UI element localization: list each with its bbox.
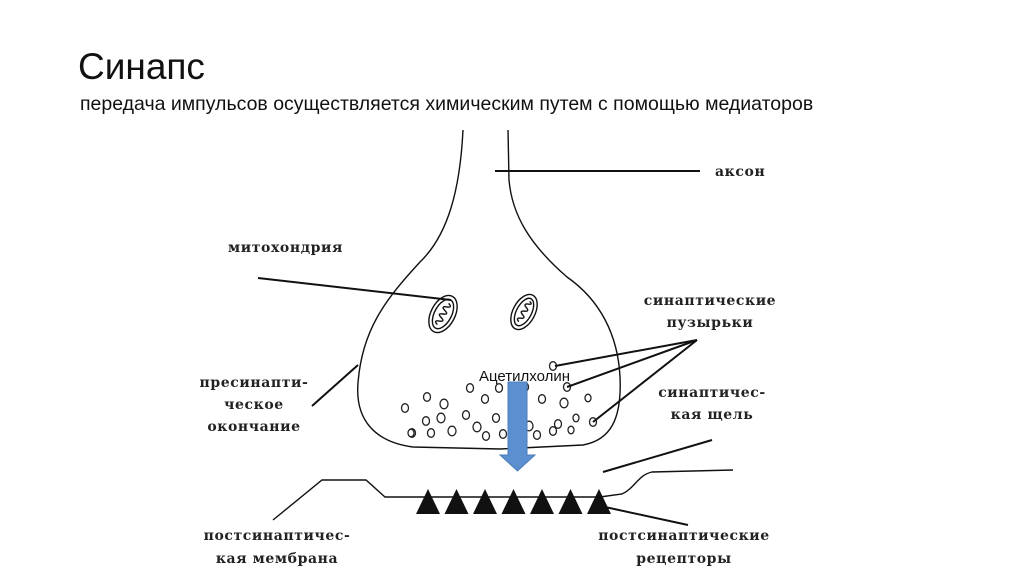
receptor-triangle: [416, 489, 440, 514]
vesicle: [537, 394, 547, 404]
label-vesicles-1: синаптические: [644, 293, 776, 309]
mitochondrion: [510, 293, 538, 331]
vesicle: [436, 412, 446, 424]
label-membrane-1: постсинаптичес-: [204, 528, 351, 544]
acetylcholine-arrow: [498, 381, 537, 472]
acetylcholine-label: Ацетилхолин: [479, 368, 570, 385]
slide-subtitle: передача импульсов осуществляется химиче…: [80, 93, 814, 115]
vesicle: [461, 410, 471, 420]
receptor-triangle: [501, 489, 526, 514]
receptor-triangle: [473, 489, 497, 514]
label-vesicles-2: пузырьки: [667, 315, 754, 331]
receptor-triangle: [444, 489, 469, 514]
vesicle: [422, 392, 432, 402]
vesicle: [491, 413, 501, 423]
vesicle: [559, 397, 569, 409]
vesicle: [480, 394, 490, 404]
vesicle: [572, 413, 580, 423]
label-mitochondria: митохондрия: [228, 240, 343, 256]
receptor-triangle: [587, 489, 611, 514]
presynaptic-pointer-line: [311, 364, 359, 407]
label-receptors-2: рецепторы: [636, 551, 731, 567]
receptor-triangle: [558, 489, 583, 514]
mitochondrion: [428, 294, 458, 334]
vesicle: [439, 398, 449, 410]
label-receptors-1: постсинаптические: [598, 528, 770, 544]
vesicle: [465, 383, 475, 393]
vesicle: [567, 425, 575, 435]
postsynaptic-membrane: [272, 469, 734, 521]
vesicle: [472, 421, 482, 433]
postsynaptic-receptors: [416, 489, 611, 514]
label-cleft-2: кая щель: [671, 407, 754, 423]
vesicle: [532, 430, 542, 440]
label-presynaptic-2: ческое: [224, 397, 284, 413]
vesicles-pointer-lines: [554, 339, 698, 423]
label-presynaptic-3: окончание: [207, 419, 300, 435]
vesicle: [407, 428, 415, 438]
label-cleft-1: синаптичес-: [658, 385, 766, 401]
vesicle: [494, 383, 504, 393]
vesicle: [481, 431, 491, 441]
label-presynaptic-1: пресинапти-: [200, 375, 309, 391]
vesicle: [421, 416, 431, 426]
mitochondria-pointer-line: [257, 277, 452, 301]
presynaptic-terminal-outline: [357, 129, 621, 450]
vesicle: [553, 419, 563, 429]
slide-title: Синапс: [78, 46, 205, 87]
vesicle: [548, 426, 558, 436]
label-membrane-2: кая мембрана: [216, 551, 338, 567]
vesicle: [447, 425, 457, 437]
receptors-pointer-line: [604, 506, 689, 526]
label-axon: аксон: [715, 164, 765, 180]
vesicle: [400, 403, 410, 413]
vesicle: [584, 393, 592, 403]
cleft-pointer-line: [602, 439, 713, 473]
receptor-triangle: [530, 489, 554, 514]
vesicle: [498, 429, 508, 439]
vesicle: [426, 428, 436, 438]
